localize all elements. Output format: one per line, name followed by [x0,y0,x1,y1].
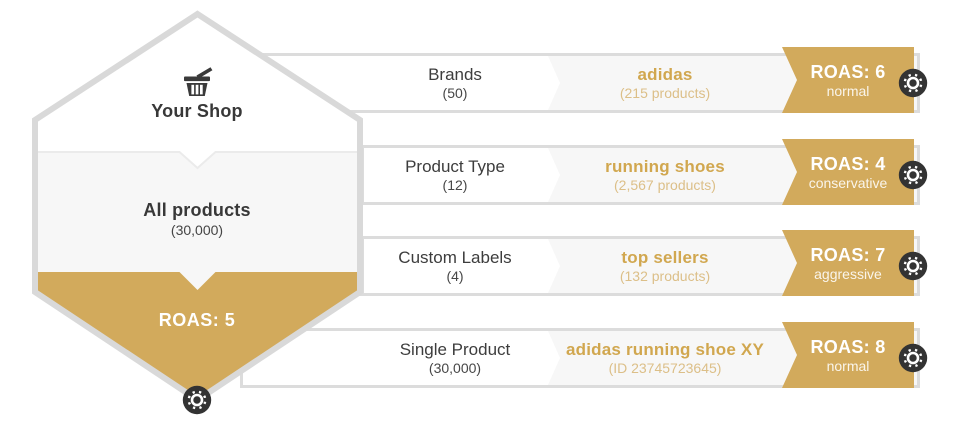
row-label: Brands (50) [362,56,548,110]
row-label-count: (4) [446,268,464,284]
roas-badge: ROAS: 8 normal [782,322,914,388]
roas-strategy: normal [826,82,870,99]
roas-badge: ROAS: 7 aggressive [782,230,914,296]
row-value-text: adidas running shoe XY [565,340,765,359]
gear-icon[interactable] [898,68,928,98]
roas-strategy: conservative [808,174,888,191]
row-value-detail: (2,567 products) [614,177,716,193]
row-brands: Brands (50) adidas (215 products) ROAS: … [240,47,928,113]
row-value-text: running shoes [605,157,725,176]
row-value-detail: (215 products) [619,85,711,101]
row-value: adidas running shoe XY (ID 23745723645) [548,331,782,385]
roas-value: ROAS: 4 [810,153,886,174]
roas-value: ROAS: 6 [810,61,886,82]
row-label-text: Single Product [399,340,511,359]
roas-strategy: aggressive [814,265,882,282]
flow-chevron-down [179,152,216,168]
row-label-text: Product Type [405,157,505,176]
all-products-block: All products (30,000) [107,199,287,239]
row-label-count: (12) [442,177,468,193]
roas-value: ROAS: 7 [810,244,886,265]
row-value: adidas (215 products) [548,56,782,110]
roas-value: ROAS: 8 [810,336,886,357]
row-label-text: Brands [428,65,482,84]
row-value: running shoes (2,567 products) [548,148,782,202]
gear-icon[interactable] [898,251,928,281]
row-label-count: (30,000) [428,360,482,376]
roas-badge: ROAS: 6 normal [782,47,914,113]
row-label: Custom Labels (4) [362,239,548,293]
all-products-count: (30,000) [170,222,224,238]
gear-icon[interactable] [898,343,928,373]
shopping-basket-icon [179,63,215,99]
row-value: top sellers (132 products) [548,239,782,293]
row-label-count: (50) [442,85,468,101]
shop-hexagon [32,10,363,404]
row-single-product: Single Product (30,000) adidas running s… [240,322,928,388]
row-value-text: adidas [637,65,693,84]
row-label: Single Product (30,000) [362,331,548,385]
roas-strategy: normal [826,357,870,374]
gear-icon[interactable] [182,385,212,415]
row-value-detail: (132 products) [619,268,711,284]
shop-title: Your Shop [151,101,243,121]
row-value-detail: (ID 23745723645) [608,360,722,376]
row-label: Product Type (12) [362,148,548,202]
roas-badge: ROAS: 4 conservative [782,139,914,205]
gear-icon[interactable] [898,160,928,190]
all-products-label: All products [143,200,251,220]
all-products-band [35,152,360,292]
row-value-text: top sellers [621,248,709,267]
row-label-text: Custom Labels [398,248,512,267]
shop-roas-value: ROAS: 5 [158,310,236,330]
